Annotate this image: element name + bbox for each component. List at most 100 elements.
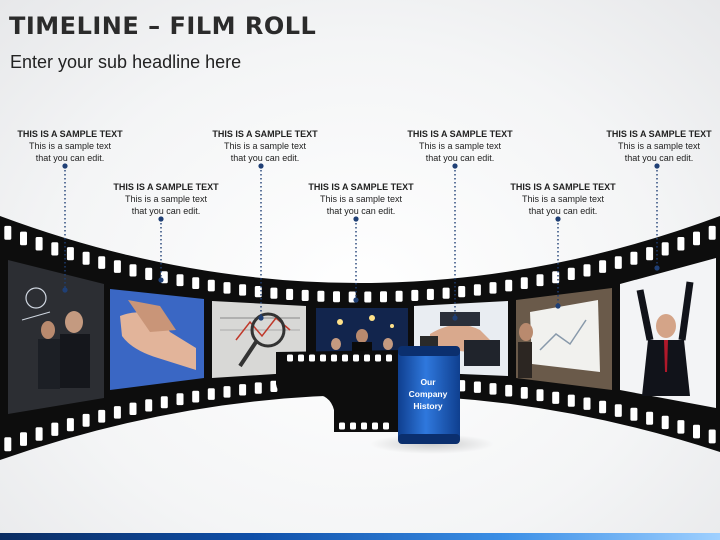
sprocket-hole bbox=[4, 437, 12, 452]
milestone-text: that you can edit. bbox=[230, 153, 300, 163]
sprocket-hole bbox=[677, 237, 685, 251]
sprocket-hole bbox=[386, 354, 392, 362]
sprocket-hole bbox=[630, 407, 638, 421]
sprocket-hole bbox=[223, 386, 231, 398]
sprocket-hole bbox=[192, 390, 200, 403]
sprocket-hole bbox=[552, 391, 560, 404]
sprocket-hole bbox=[66, 247, 74, 261]
canister-label: Our Company History bbox=[408, 377, 448, 411]
sprocket-hole bbox=[520, 387, 528, 399]
milestone-heading: THIS IS A SAMPLE TEXT bbox=[113, 182, 219, 192]
sprocket-hole bbox=[98, 256, 106, 269]
milestone-1: THIS IS A SAMPLE TEXT This is a sample t… bbox=[10, 128, 130, 164]
sprocket-hole bbox=[372, 422, 378, 430]
connector-dot-top bbox=[62, 163, 68, 169]
milestone-text: that you can edit. bbox=[326, 206, 396, 216]
connector-dot-top bbox=[353, 216, 359, 222]
sprocket-hole bbox=[298, 354, 304, 362]
sprocket-hole bbox=[342, 354, 348, 362]
sprocket-hole bbox=[129, 264, 137, 277]
sprocket-hole bbox=[693, 231, 700, 246]
sprocket-hole bbox=[646, 411, 654, 425]
sprocket-hole bbox=[520, 277, 528, 289]
sprocket-hole bbox=[489, 383, 497, 395]
sprocket-hole bbox=[20, 432, 27, 446]
sprocket-hole bbox=[661, 242, 669, 256]
sprocket-hole bbox=[708, 429, 716, 444]
sprocket-hole bbox=[614, 256, 622, 269]
sprocket-hole bbox=[51, 422, 59, 436]
sprocket-hole bbox=[239, 384, 247, 396]
film-leader bbox=[276, 350, 404, 432]
sprocket-hole bbox=[82, 251, 90, 265]
sprocket-hole bbox=[239, 284, 247, 296]
milestone-text: This is a sample text bbox=[28, 141, 112, 151]
sprocket-hole bbox=[192, 277, 200, 289]
sprocket-hole bbox=[383, 422, 389, 430]
sprocket-hole bbox=[98, 409, 106, 423]
connector-dot-bottom bbox=[258, 315, 264, 321]
milestone-text: that you can edit. bbox=[425, 153, 495, 163]
milestone-heading: THIS IS A SAMPLE TEXT bbox=[606, 129, 712, 139]
sprocket-hole bbox=[317, 290, 325, 302]
sprocket-hole bbox=[552, 271, 560, 284]
sprocket-hole bbox=[489, 282, 497, 294]
connector-dot-top bbox=[555, 216, 561, 222]
sprocket-hole bbox=[287, 354, 293, 362]
photo-frame-2 bbox=[110, 289, 204, 390]
sprocket-hole bbox=[583, 264, 591, 277]
sprocket-hole bbox=[567, 394, 575, 407]
milestone-text: This is a sample text bbox=[617, 141, 701, 151]
sprocket-hole bbox=[646, 247, 654, 261]
connector-dot-bottom bbox=[452, 315, 458, 321]
milestone-text: that you can edit. bbox=[35, 153, 105, 163]
milestone-heading: THIS IS A SAMPLE TEXT bbox=[308, 182, 414, 192]
sprocket-hole bbox=[364, 354, 370, 362]
connector-dot-top bbox=[452, 163, 458, 169]
sprocket-hole bbox=[442, 287, 450, 299]
sprocket-hole bbox=[286, 288, 294, 301]
footer-accent-bar bbox=[0, 533, 720, 540]
sprocket-hole bbox=[66, 418, 74, 432]
sprocket-hole bbox=[693, 424, 700, 439]
sprocket-hole bbox=[536, 389, 544, 402]
sprocket-hole bbox=[4, 225, 12, 240]
milestone-4: THIS IS A SAMPLE TEXT This is a sample t… bbox=[301, 181, 421, 217]
sprocket-hole bbox=[51, 242, 59, 256]
milestone-text: that you can edit. bbox=[624, 153, 694, 163]
sprocket-hole bbox=[254, 286, 262, 298]
film-sprocket-holes bbox=[4, 225, 716, 452]
sprocket-hole bbox=[473, 381, 481, 393]
sprocket-hole bbox=[223, 282, 231, 294]
connector-dot-bottom bbox=[353, 297, 359, 303]
sprocket-hole bbox=[567, 267, 575, 280]
sprocket-hole bbox=[145, 267, 153, 280]
sprocket-hole bbox=[395, 290, 403, 302]
milestone-7: THIS IS A SAMPLE TEXT This is a sample t… bbox=[600, 128, 718, 164]
milestone-text: This is a sample text bbox=[124, 194, 208, 204]
milestone-text: that you can edit. bbox=[131, 206, 201, 216]
connector-dot-bottom bbox=[62, 287, 68, 293]
sprocket-hole bbox=[145, 399, 153, 412]
connector-dot-bottom bbox=[158, 277, 164, 283]
milestone-heading: THIS IS A SAMPLE TEXT bbox=[510, 182, 616, 192]
sprocket-hole bbox=[207, 279, 215, 292]
sprocket-hole bbox=[270, 287, 278, 299]
sprocket-hole bbox=[176, 274, 184, 287]
sprocket-hole bbox=[677, 420, 685, 434]
connector-dot-top bbox=[654, 163, 660, 169]
sprocket-hole bbox=[599, 260, 607, 273]
sprocket-hole bbox=[270, 380, 278, 393]
milestone-heading: THIS IS A SAMPLE TEXT bbox=[212, 129, 318, 139]
sprocket-hole bbox=[331, 354, 337, 362]
connector-dot-top bbox=[158, 216, 164, 222]
slide-title: TIMELINE – FILM ROLL bbox=[9, 12, 317, 40]
film-canister bbox=[398, 336, 460, 444]
leader-sprocket-holes bbox=[287, 354, 392, 430]
sprocket-hole bbox=[708, 225, 716, 240]
sprocket-hole bbox=[661, 415, 669, 430]
sprocket-hole bbox=[301, 289, 309, 301]
sprocket-hole bbox=[333, 291, 340, 303]
photo-frame-1 bbox=[8, 260, 104, 414]
